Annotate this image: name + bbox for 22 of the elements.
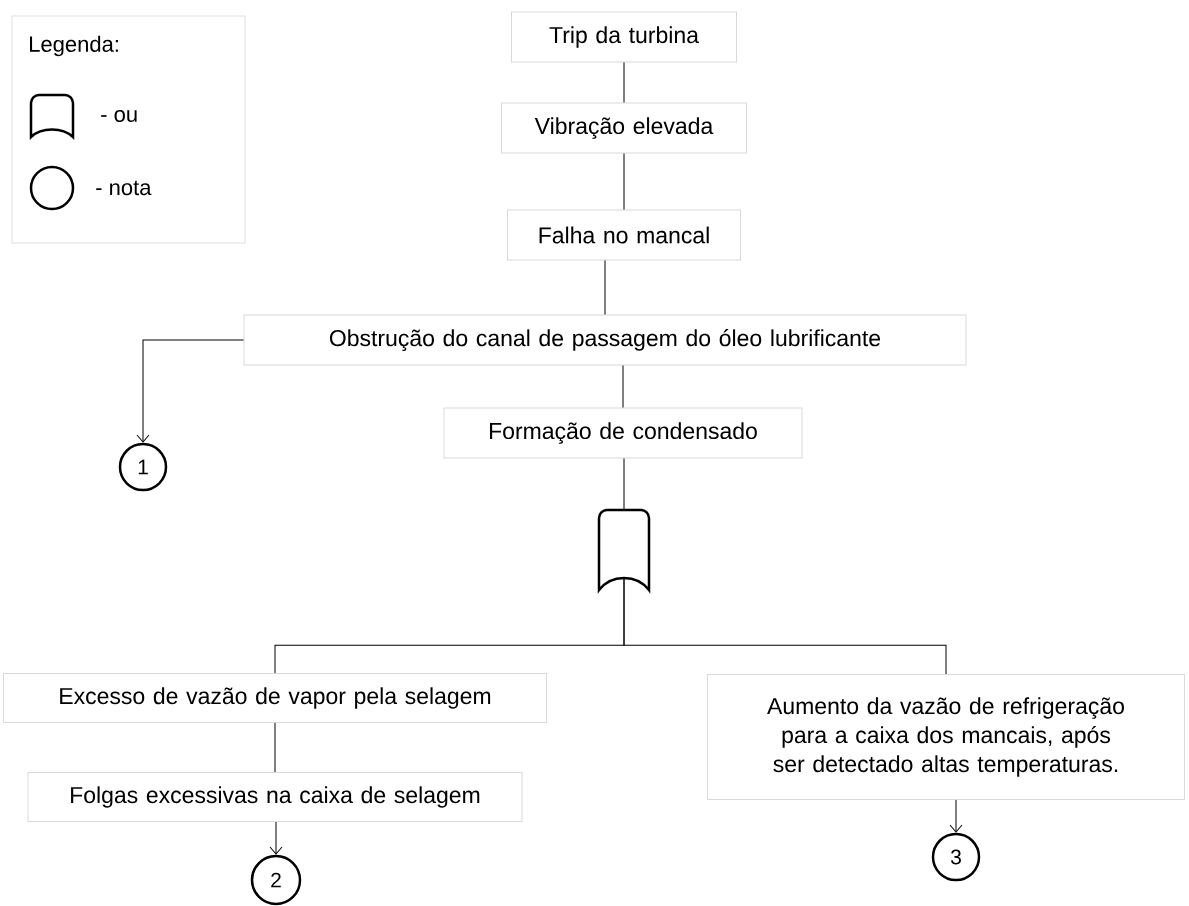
event-box: Folgas excessivas na caixa de selagem [27,772,523,822]
connector [623,153,625,210]
connector [623,458,625,511]
connector [623,577,947,675]
connector [949,799,963,833]
connector [623,62,625,103]
legend-text: - nota [96,180,152,196]
connector [136,339,244,443]
connector [622,365,624,408]
event-box: Trip da turbina [511,11,737,63]
event-box: Falha no mancal [507,209,741,261]
connector [269,821,283,855]
connector [604,260,606,315]
event-box: Excesso de vazão de vapor pela selagem [3,673,547,723]
or-gate [597,508,651,592]
legend-title: Legenda: [30,35,118,57]
event-box: Formação de condensado [443,407,803,459]
legend-text: - ou [101,110,137,123]
event-box: Vibração elevada [501,102,747,154]
event-box: Aumento da vazão de refrigeração para a caixa dos mancais, após ser detectado altas temperaturas. [707,674,1185,800]
event-box: Obstrução do canal de passagem do óleo lubrificante [243,314,967,366]
connector [274,722,276,773]
